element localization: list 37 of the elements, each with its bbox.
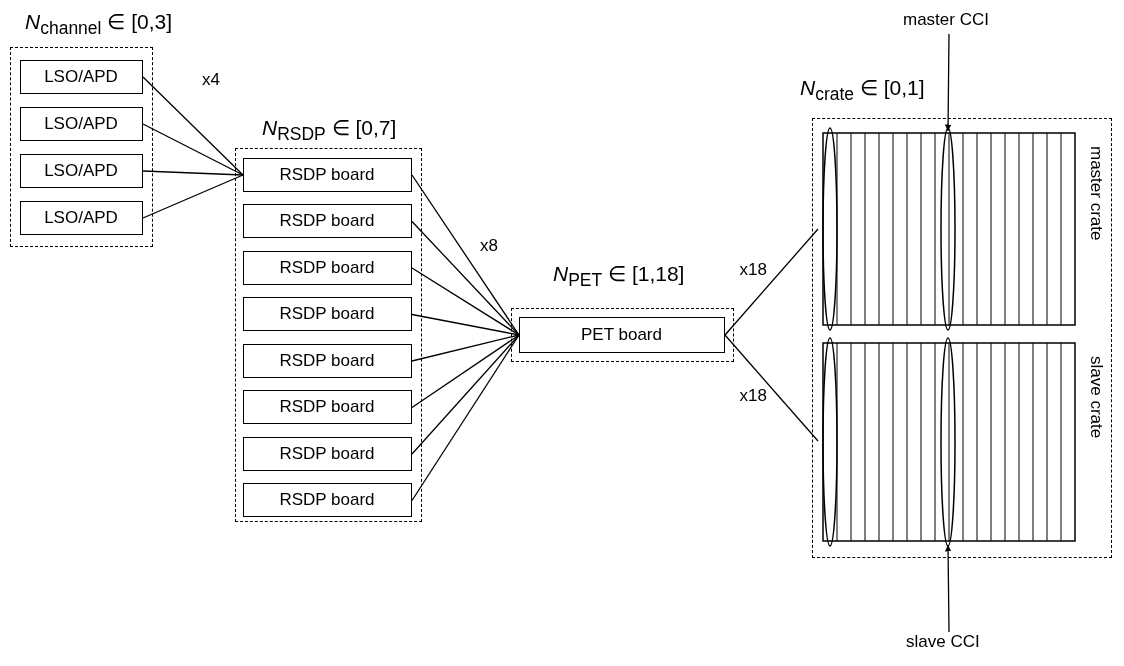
connector-line (411, 267, 520, 336)
connector-line (411, 334, 520, 455)
crate-label: slave crate (1085, 355, 1106, 438)
board-box: RSDP board (242, 483, 412, 517)
group-heading: N$_{crate}$ ∈ [0,1] (800, 76, 925, 106)
board-box: LSO/APD (19, 106, 143, 141)
interface-label: slave CCI (906, 632, 980, 652)
board-box: RSDP board (242, 157, 412, 192)
board-box: LSO/APD (19, 200, 143, 235)
connector-line (411, 334, 520, 409)
connector-line (724, 228, 819, 336)
arrow (944, 33, 952, 132)
group-heading: N$_{RSDP}$ ∈ [0,7] (262, 116, 397, 146)
crate-label: master crate (1085, 145, 1106, 240)
board-box: RSDP board (242, 436, 412, 471)
group-heading: N$_{channel}$ ∈ [0,3] (25, 10, 172, 40)
group-heading: N$_{PET}$ ∈ [1,18] (553, 262, 685, 292)
board-box: PET board (518, 316, 725, 353)
connector-line (411, 220, 520, 336)
board-box: LSO/APD (19, 59, 143, 94)
interface-label: master CCI (903, 10, 989, 30)
connector-line (411, 334, 520, 362)
connector-line (142, 174, 244, 219)
connector-line (142, 123, 244, 176)
board-box: RSDP board (242, 297, 412, 331)
board-box: RSDP board (242, 250, 412, 285)
board-box: RSDP board (242, 390, 412, 424)
connector-line (142, 170, 244, 176)
connector-line (724, 334, 819, 442)
connector-line (411, 334, 520, 502)
board-box: LSO/APD (19, 153, 143, 188)
board-box: RSDP board (242, 204, 412, 238)
arrow (944, 544, 952, 633)
connector-line (411, 174, 520, 336)
connector-line (411, 313, 520, 336)
connector-line (142, 76, 244, 176)
board-box: RSDP board (242, 343, 412, 378)
